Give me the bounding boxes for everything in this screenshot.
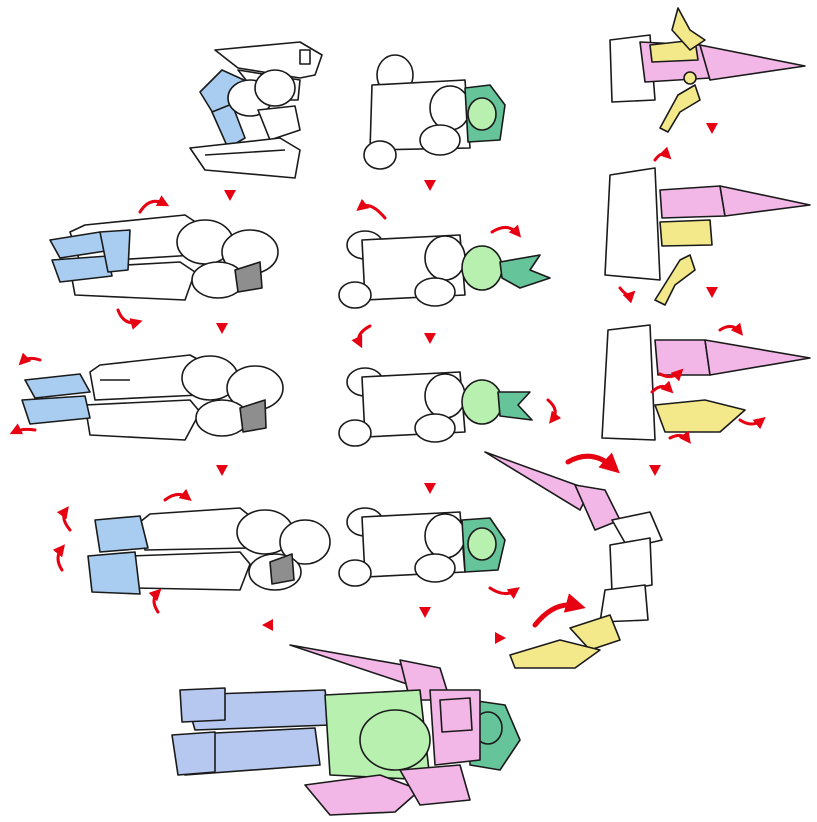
rotation-arrow bbox=[618, 286, 636, 304]
step-triangle bbox=[495, 632, 506, 644]
legs-step-3 bbox=[21, 354, 284, 441]
rotation-arrow bbox=[163, 488, 192, 502]
legs-step-2 bbox=[49, 214, 279, 301]
torso-step-2 bbox=[338, 230, 551, 309]
rotation-arrow bbox=[546, 398, 562, 424]
rotation-arrow bbox=[351, 324, 372, 349]
legs-step-4 bbox=[87, 507, 331, 595]
torso-step-3 bbox=[338, 367, 533, 447]
arms-step-1 bbox=[609, 7, 806, 133]
step-triangle bbox=[224, 190, 236, 201]
rotation-arrow bbox=[56, 506, 72, 532]
step-triangle bbox=[216, 465, 228, 476]
step-triangle bbox=[419, 607, 431, 618]
step-triangle bbox=[424, 483, 436, 494]
arms-step-2 bbox=[604, 167, 811, 306]
step-triangle bbox=[424, 333, 436, 344]
torso-step-4 bbox=[338, 507, 506, 587]
rotation-arrow bbox=[488, 586, 520, 600]
step-triangle bbox=[649, 465, 661, 476]
step-triangle bbox=[424, 180, 436, 191]
step-triangle bbox=[262, 619, 273, 631]
rotation-arrow bbox=[658, 368, 684, 382]
rotation-arrow bbox=[738, 417, 766, 430]
rotation-arrow bbox=[565, 452, 620, 474]
step-triangle bbox=[216, 323, 228, 334]
rotation-arrow bbox=[148, 588, 162, 614]
rotation-arrow bbox=[718, 322, 744, 336]
rotation-arrow bbox=[356, 198, 387, 220]
rotation-arrow bbox=[9, 423, 37, 435]
rotation-arrow bbox=[668, 430, 691, 444]
step-triangles bbox=[216, 123, 718, 644]
rotation-arrow bbox=[653, 146, 672, 162]
direction-arrows bbox=[9, 146, 766, 628]
step-triangle bbox=[706, 287, 718, 298]
rotation-arrow bbox=[52, 544, 65, 572]
torso-step-1 bbox=[363, 54, 506, 170]
final-robot bbox=[171, 644, 521, 816]
step-triangle bbox=[706, 123, 718, 134]
rotation-arrow bbox=[116, 308, 143, 330]
rotation-arrow bbox=[18, 352, 42, 366]
legs-step-1 bbox=[189, 41, 323, 179]
rotation-arrow bbox=[490, 224, 522, 238]
arms-step-4 bbox=[484, 451, 663, 669]
arms-step-3 bbox=[601, 324, 811, 441]
rotation-arrow bbox=[650, 380, 674, 394]
rotation-arrow bbox=[138, 195, 170, 214]
rotation-arrow bbox=[532, 593, 586, 628]
